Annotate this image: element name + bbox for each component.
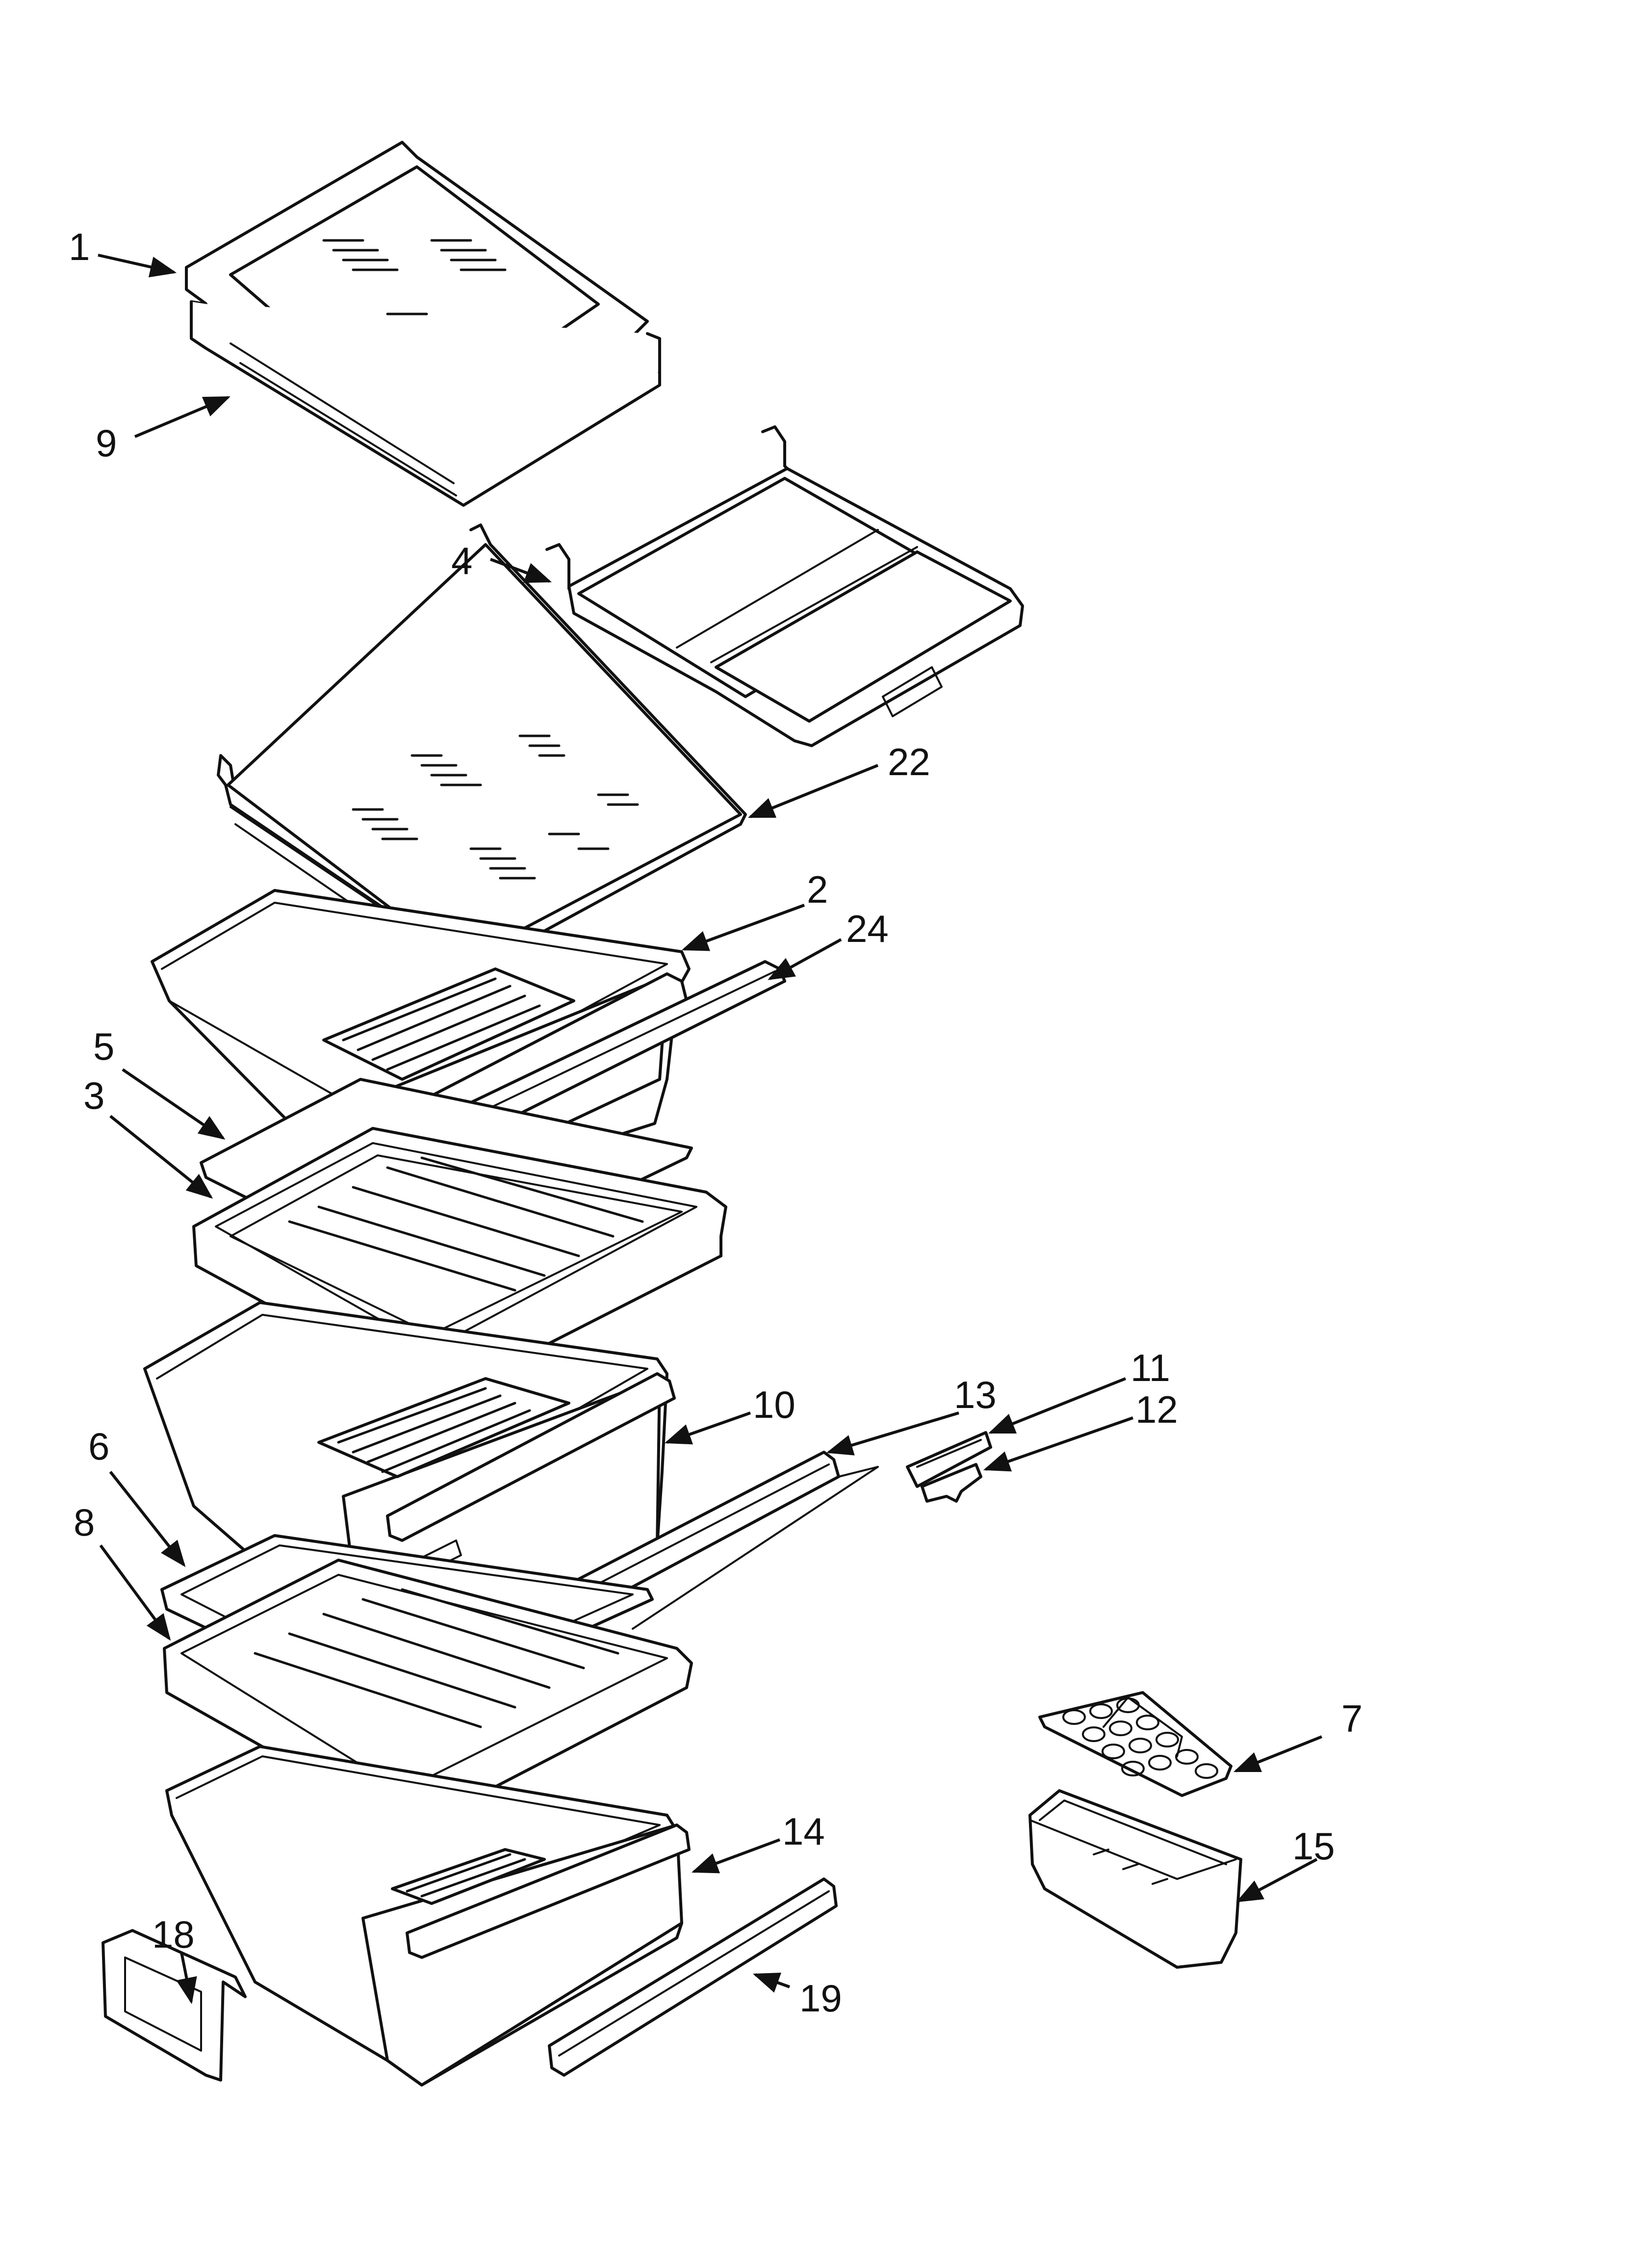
leader-10 bbox=[664, 1411, 751, 1445]
upper-drawer-vent-grille bbox=[322, 967, 575, 1081]
leader-19 bbox=[752, 1973, 791, 1993]
leader-1 bbox=[98, 254, 177, 278]
middle-drawer-vent-grille bbox=[317, 1377, 570, 1478]
callout-1: 1 bbox=[69, 225, 90, 268]
leader-6 bbox=[109, 1471, 186, 1567]
part-7-egg-tray bbox=[1038, 1691, 1232, 1797]
part-12-humidity-slider bbox=[921, 1463, 982, 1503]
glass-reflection-marks bbox=[352, 734, 639, 880]
leader-22 bbox=[747, 764, 879, 818]
callout-9: 9 bbox=[96, 421, 117, 465]
callout-18: 18 bbox=[152, 1913, 195, 1956]
callout-14: 14 bbox=[782, 1810, 825, 1853]
part-11-humidity-control bbox=[906, 1431, 992, 1488]
callout-19: 19 bbox=[799, 1977, 842, 2020]
leader-13 bbox=[826, 1411, 959, 1456]
callout-10: 10 bbox=[753, 1383, 795, 1426]
part-4-cantilever-shelf-frame bbox=[545, 425, 1024, 747]
leader-2 bbox=[681, 904, 805, 951]
leader-9 bbox=[134, 396, 231, 438]
leader-3 bbox=[109, 1115, 213, 1199]
leader-11 bbox=[988, 1377, 1127, 1434]
callout-12: 12 bbox=[1135, 1388, 1178, 1431]
callout-2: 2 bbox=[807, 868, 828, 911]
part-15-egg-bin bbox=[1028, 1789, 1242, 1969]
egg-tray-holes bbox=[1062, 1697, 1218, 1779]
callout-6: 6 bbox=[88, 1425, 109, 1468]
callout-3: 3 bbox=[83, 1074, 104, 1117]
leader-8 bbox=[99, 1544, 171, 1641]
leader-7 bbox=[1233, 1735, 1323, 1773]
callout-15: 15 bbox=[1292, 1825, 1335, 1868]
callout-8: 8 bbox=[74, 1501, 95, 1544]
leader-4 bbox=[489, 558, 552, 583]
callout-4: 4 bbox=[451, 539, 472, 582]
leader-lines bbox=[98, 254, 1323, 2005]
callout-labels: 1 9 4 22 2 24 5 3 10 13 11 12 6 8 7 15 1… bbox=[69, 225, 1362, 2020]
bottom-drawer-vent-grille bbox=[391, 1848, 546, 1905]
callout-24: 24 bbox=[846, 907, 889, 950]
callout-7: 7 bbox=[1341, 1697, 1362, 1740]
leader-14 bbox=[691, 1838, 781, 1874]
callout-11: 11 bbox=[1130, 1346, 1170, 1389]
leader-15 bbox=[1236, 1858, 1318, 1903]
part-9-shelf-frame bbox=[190, 300, 661, 507]
leader-18 bbox=[176, 1952, 197, 2005]
leader-12 bbox=[983, 1416, 1133, 1472]
leader-5 bbox=[122, 1068, 226, 1140]
callout-5: 5 bbox=[93, 1025, 114, 1068]
part-19-bottom-drawer-trim bbox=[548, 1877, 838, 2077]
callout-22: 22 bbox=[888, 740, 930, 783]
part-18-drawer-label bbox=[102, 1929, 247, 2082]
leader-24 bbox=[768, 938, 842, 980]
callout-13: 13 bbox=[954, 1373, 997, 1416]
part-14-bottom-crisper-drawer bbox=[165, 1745, 691, 2086]
